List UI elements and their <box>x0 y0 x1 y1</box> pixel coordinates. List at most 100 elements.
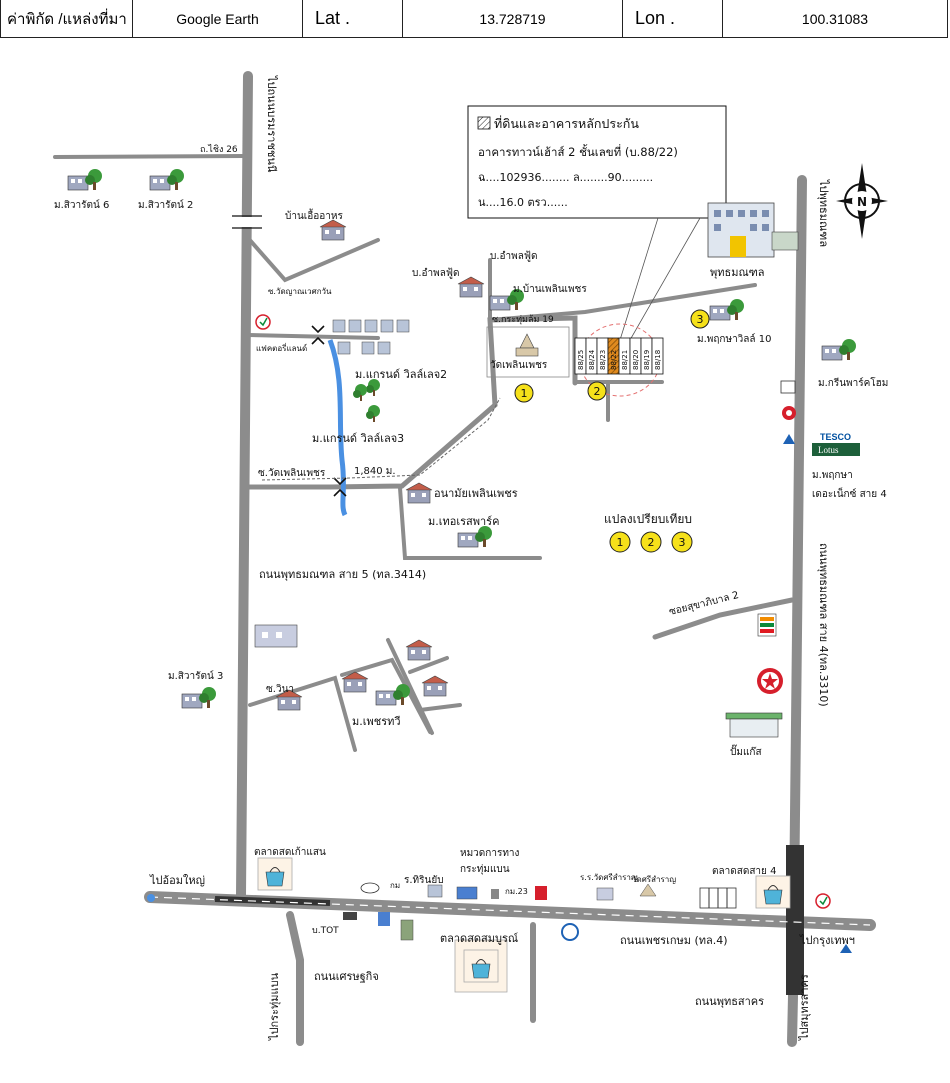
house-icon <box>319 219 347 241</box>
label-highway-dept2: กระทุ่มแบน <box>460 864 510 875</box>
compare-marker-3: 3 <box>671 531 693 553</box>
label-terrace: ม.เทอเรสพาร์ค <box>428 515 499 528</box>
label-phrueksa-b: เดอะเน็กซ์ สาย 4 <box>812 486 887 500</box>
plot-number: 88/18 <box>654 350 662 370</box>
label-market-sai4: ตลาดสดสาย 4 <box>712 866 776 877</box>
label-compare: แปลงเปรียบเทียบ <box>604 512 692 526</box>
svg-text:Lotus: Lotus <box>818 445 839 455</box>
label-market-kaosaen: ตลาดสดเก้าแสน <box>254 846 326 858</box>
legend-line3: ฉ....102936........ ล........90......... <box>478 171 653 184</box>
svg-text:3: 3 <box>679 536 686 549</box>
label-wat-phoen: วัดเพลินเพชร <box>490 360 548 371</box>
poi-small-icons <box>147 314 852 953</box>
factory-icons <box>332 319 410 355</box>
label-phrueksa10: ม.พฤกษาวิลล์ 10 <box>697 333 771 345</box>
market-icon <box>463 949 499 983</box>
village-icon <box>181 686 217 709</box>
compass-north: N <box>857 195 867 209</box>
label-krathum-baen: ไปกระทุ่มแบน <box>268 972 281 1041</box>
compare-marker-2: 2 <box>640 531 662 553</box>
label-km: กม <box>390 881 400 890</box>
label-main-road: ถนนเพชรเกษม (ทล.4) <box>620 934 728 947</box>
road-phetcharawi-4 <box>418 703 462 712</box>
label-tot: บ.TOT <box>312 926 339 936</box>
plot-number: 88/23 <box>599 350 607 370</box>
road-phetcharawi-2 <box>386 638 434 735</box>
road-soi-wat <box>246 236 380 283</box>
plot-number: 88/22 <box>610 350 618 370</box>
village-icon <box>457 525 493 548</box>
plot-number: 88/20 <box>632 350 640 370</box>
label-siwarat3: ม.สิวารัตน์ 3 <box>168 670 223 682</box>
road-supha <box>652 597 795 640</box>
road-soi-26 <box>53 154 247 159</box>
road-phutthamonthon-4 <box>789 175 807 910</box>
label-phrueksa-a: ม.พฤกษา <box>812 470 853 481</box>
svg-text:2: 2 <box>648 536 655 549</box>
label-bottom-left: ไปอ้อมใหญ่ <box>149 874 205 887</box>
hatch-swatch-icon <box>477 116 491 130</box>
svg-text:2: 2 <box>594 385 601 398</box>
map-labels: ไปถนนบรมราชชนนี ไปพุทธมณฑล ถนนพุทธมณฑล ส… <box>54 75 888 1041</box>
seven-eleven-icon <box>757 613 777 637</box>
house-icon <box>457 276 485 298</box>
svg-text:1: 1 <box>521 387 528 400</box>
road-phetcharawi-3 <box>408 656 449 674</box>
compass-icon: N <box>836 163 888 239</box>
header-label: ค่าพิกัด /แหล่งที่มา <box>1 0 133 37</box>
legend-line2: อาคารทาวน์เฮ้าส์ 2 ชั้นเลขที่ (บ.88/22) <box>478 144 678 159</box>
road-soi-phoen <box>245 315 578 490</box>
label-km23: กม.23 <box>505 887 528 896</box>
legend-pointer-2 <box>629 217 701 341</box>
label-anamai: อนามัยเพลินเพชร <box>434 487 518 500</box>
label-right-road: ถนนพุทธมณฑล สาย 4(ทล.3310) <box>817 543 830 707</box>
house-icon <box>421 675 449 697</box>
legend-pointer-1 <box>619 217 659 341</box>
label-soi-wat: ซ.วัดญาณเวศกวัน <box>268 287 332 296</box>
label-siwarat2: ม.สิวารัตน์ 2 <box>138 199 193 211</box>
svg-text:3: 3 <box>697 313 704 326</box>
label-soi-krathum: ซ.กระทุ่มล้ม 19 <box>492 314 554 325</box>
house-icon <box>405 482 433 504</box>
house-icon <box>405 639 433 661</box>
marker-1: 1 <box>514 383 534 403</box>
label-soi-26: ถ.ไชิง 26 <box>200 144 238 155</box>
label-right-road-top: ไปพุทธมณฑล <box>817 179 830 247</box>
label-wat-sri2: วัดศรีสำราญ <box>632 875 676 884</box>
road-phetcharawi <box>340 657 432 734</box>
header-source: Google Earth <box>133 0 303 37</box>
label-samut-sakhon: ไปสมุทรสาคร <box>798 974 811 1041</box>
bridge-icon-2 <box>333 477 347 497</box>
bridge-icon-1 <box>311 325 325 345</box>
header-lat-value: 13.728719 <box>403 0 623 37</box>
label-aphon-food2: บ.อำพลฟู้ด <box>490 250 537 262</box>
village-icon <box>67 168 103 191</box>
header-lon-value: 100.31083 <box>801 10 869 27</box>
svg-text:1: 1 <box>617 536 624 549</box>
label-ban-aroi: บ้านเอื้ออาหร <box>285 208 343 222</box>
gas-station-icon <box>725 712 783 738</box>
road-dark-bridge <box>786 845 804 995</box>
tree-icon <box>366 379 380 396</box>
label-wat-sri: ร.ร.วัดศรีสำราญ <box>580 873 638 882</box>
label-aphon-food1: บ.อำพลฟู้ด <box>412 267 459 279</box>
header-lat-label: Lat . <box>303 0 403 37</box>
legend-line4: น....16.0 ตรว...... <box>478 196 568 209</box>
village-icon <box>709 298 745 321</box>
label-bottom-right: ไปกรุงเทพฯ <box>799 934 855 947</box>
village-icon <box>375 683 411 706</box>
caltex-star-icon <box>757 668 783 694</box>
road-terrace <box>398 486 542 560</box>
market-icon <box>755 875 791 909</box>
plot-number: 88/25 <box>577 350 585 370</box>
shophouse-icon <box>254 624 298 648</box>
road-sethakit <box>286 911 304 1046</box>
market-icon <box>257 857 293 891</box>
label-phutthasakhon: ถนนพุทธสาคร <box>695 995 764 1008</box>
road-highlights <box>149 845 871 995</box>
label-green-park: ม.กรีนพาร์คโฮม <box>818 376 888 389</box>
label-soi-phoen: ซ.วัดเพลินเพชร <box>258 468 326 479</box>
label-tirin: ร.ทิรินยับ <box>404 875 444 886</box>
label-market-sombun: ตลาดสดสมบูรณ์ <box>440 932 518 945</box>
